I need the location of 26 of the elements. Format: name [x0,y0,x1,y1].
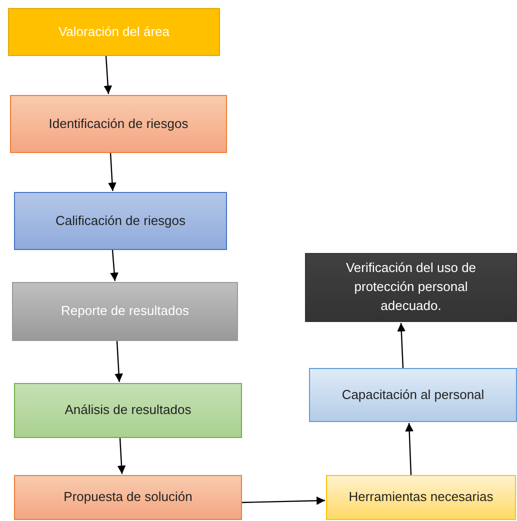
process-box [309,368,517,422]
box-label: Identificación de riesgos [48,114,188,133]
arrow [405,422,414,476]
box-label: Herramientas necesarias [348,488,494,506]
arrow [104,56,112,94]
process-box [8,8,220,56]
process-box [12,282,238,341]
process-box [14,192,227,250]
arrow [108,152,116,192]
process-box [326,475,516,520]
box-label: Propuesta de solución [64,488,192,506]
arrow [114,340,124,382]
process-box [14,475,242,520]
box-label: Verificación del uso de protección personal adecuado. [344,259,478,315]
box-label: Reporte de resultados [61,302,189,320]
arrow [242,496,326,505]
process-box [14,383,242,438]
box-label: Capacitación al personal [342,386,484,404]
process-box [305,253,517,322]
arrow [397,322,406,368]
box-label: Valoración del área [58,22,170,41]
process-box [10,95,227,153]
arrow [110,250,118,282]
box-label: Análisis de resultados [64,401,192,420]
box-label: Calificación de riesgos [55,212,186,230]
arrow [117,438,126,474]
